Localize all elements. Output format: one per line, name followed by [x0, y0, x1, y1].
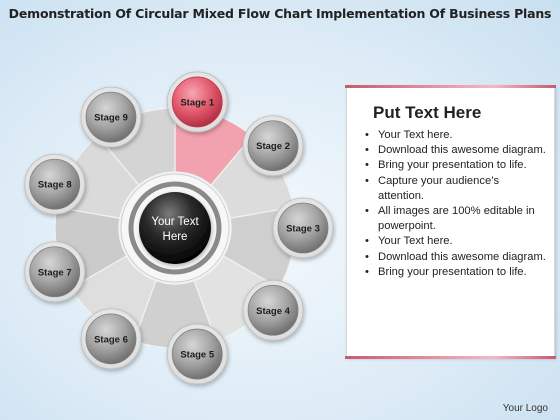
stage-node-4: Stage 4: [242, 279, 304, 341]
bullet-item: Capture your audience’s attention.: [361, 174, 547, 204]
stage-label: Stage 2: [256, 141, 290, 152]
stage-node-5: Stage 5: [166, 323, 228, 385]
stage-node-9: Stage 9: [80, 86, 142, 148]
bullet-item: All images are 100% editable in powerpoi…: [361, 204, 547, 234]
stage-node-8: Stage 8: [24, 153, 86, 215]
logo-text: Your Logo: [502, 403, 548, 414]
bullet-item: Bring your presentation to life.: [361, 265, 547, 280]
stage-node-3: Stage 3: [272, 197, 334, 259]
stage-label: Stage 9: [94, 113, 128, 124]
stage-label: Stage 5: [180, 350, 215, 361]
stage-label: Stage 8: [38, 180, 72, 191]
stage-disc: [171, 76, 223, 128]
stage-disc: [247, 120, 299, 172]
stage-disc: [85, 91, 137, 143]
page-title: Demonstration Of Circular Mixed Flow Cha…: [8, 6, 552, 21]
text-panel: Put Text Here Your Text here. Download t…: [345, 85, 556, 359]
stage-label: Stage 3: [286, 224, 320, 235]
panel-bullet-list: Your Text here. Download this awesome di…: [361, 128, 547, 280]
stage-disc: [85, 313, 137, 365]
center-dark-ring: [128, 181, 222, 275]
stage-disc: [247, 284, 299, 336]
stage-node-6: Stage 6: [80, 308, 142, 370]
center-text: Your Text: [151, 216, 199, 228]
stage-disc: [277, 202, 329, 254]
stage-node-2: Stage 2: [242, 115, 304, 177]
stage-node-7: Stage 7: [24, 241, 86, 303]
stage-disc: [171, 328, 223, 380]
bullet-item: Your Text here.: [361, 234, 547, 249]
bullet-item: Bring your presentation to life.: [361, 158, 547, 173]
bullet-item: Download this awesome diagram.: [361, 143, 547, 158]
stage-disc: [29, 158, 81, 210]
stage-label: Stage 6: [94, 334, 128, 345]
panel-top-accent: [345, 85, 556, 88]
stage-disc: [29, 246, 81, 298]
circular-flow-diagram: Stage 1 Stage 2 Stage 3 Stage 4 Stage 5 Stage…: [24, 71, 334, 385]
center-text: Here: [163, 231, 188, 243]
stage-node-1: Stage 1: [166, 71, 228, 133]
panel-bottom-accent: [345, 356, 556, 359]
panel-heading: Put Text Here: [373, 103, 482, 122]
bullet-item: Download this awesome diagram.: [361, 250, 547, 265]
stage-label: Stage 4: [256, 306, 291, 317]
bullet-item: Your Text here.: [361, 128, 547, 143]
stage-label: Stage 7: [38, 267, 72, 278]
center-disc: [139, 192, 211, 264]
stage-label: Stage 1: [180, 97, 215, 108]
